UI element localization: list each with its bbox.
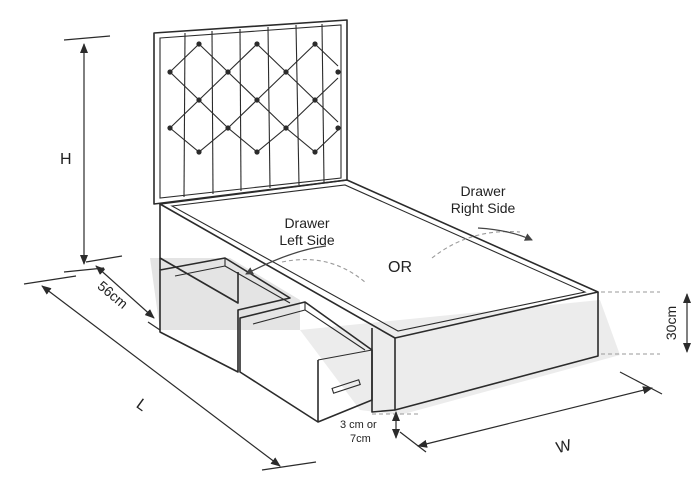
drawer-handle <box>331 379 361 394</box>
headboard <box>153 19 348 205</box>
depth-dimension: 56cm <box>85 255 161 331</box>
width-label: W <box>554 437 574 457</box>
height-label: H <box>60 151 72 168</box>
drawer-left-label-line2: Left Side <box>279 232 334 248</box>
length-dimension: L <box>23 275 317 471</box>
width-dimension: W <box>399 371 663 457</box>
base-height-dimension: 30cm <box>663 293 691 353</box>
drawer-labels: Drawer Left Side Drawer Right Side OR <box>279 183 515 276</box>
or-label: OR <box>388 259 412 276</box>
depth-label: 56cm <box>95 278 132 312</box>
headboard-diamond-quilting <box>169 43 339 153</box>
floor-shadow <box>150 258 620 415</box>
base-height-label: 30cm <box>663 306 679 340</box>
clearance-label-line2: 7cm <box>350 433 371 445</box>
drawer-left-label-line1: Drawer <box>284 215 329 231</box>
clearance-dimension: 3 cm or 7cm <box>340 411 400 445</box>
drawer-direction-arrows <box>245 227 533 275</box>
clearance-label-line1: 3 cm or <box>340 419 377 431</box>
length-label: L <box>133 396 150 415</box>
drawer-right-label-line1: Drawer <box>460 183 505 199</box>
headboard-buttons <box>167 41 341 155</box>
drawer-right-label-line2: Right Side <box>451 200 516 216</box>
height-dimension: H <box>60 35 111 273</box>
